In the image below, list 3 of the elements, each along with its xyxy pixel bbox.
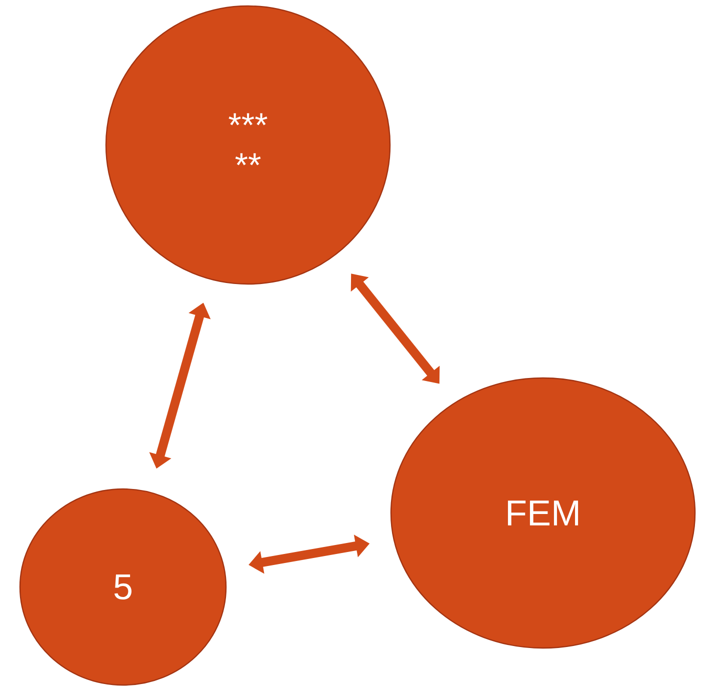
circle-node: FEM — [390, 377, 696, 649]
circle-node: *** ** — [105, 5, 391, 285]
circle-node: 5 — [19, 488, 227, 686]
